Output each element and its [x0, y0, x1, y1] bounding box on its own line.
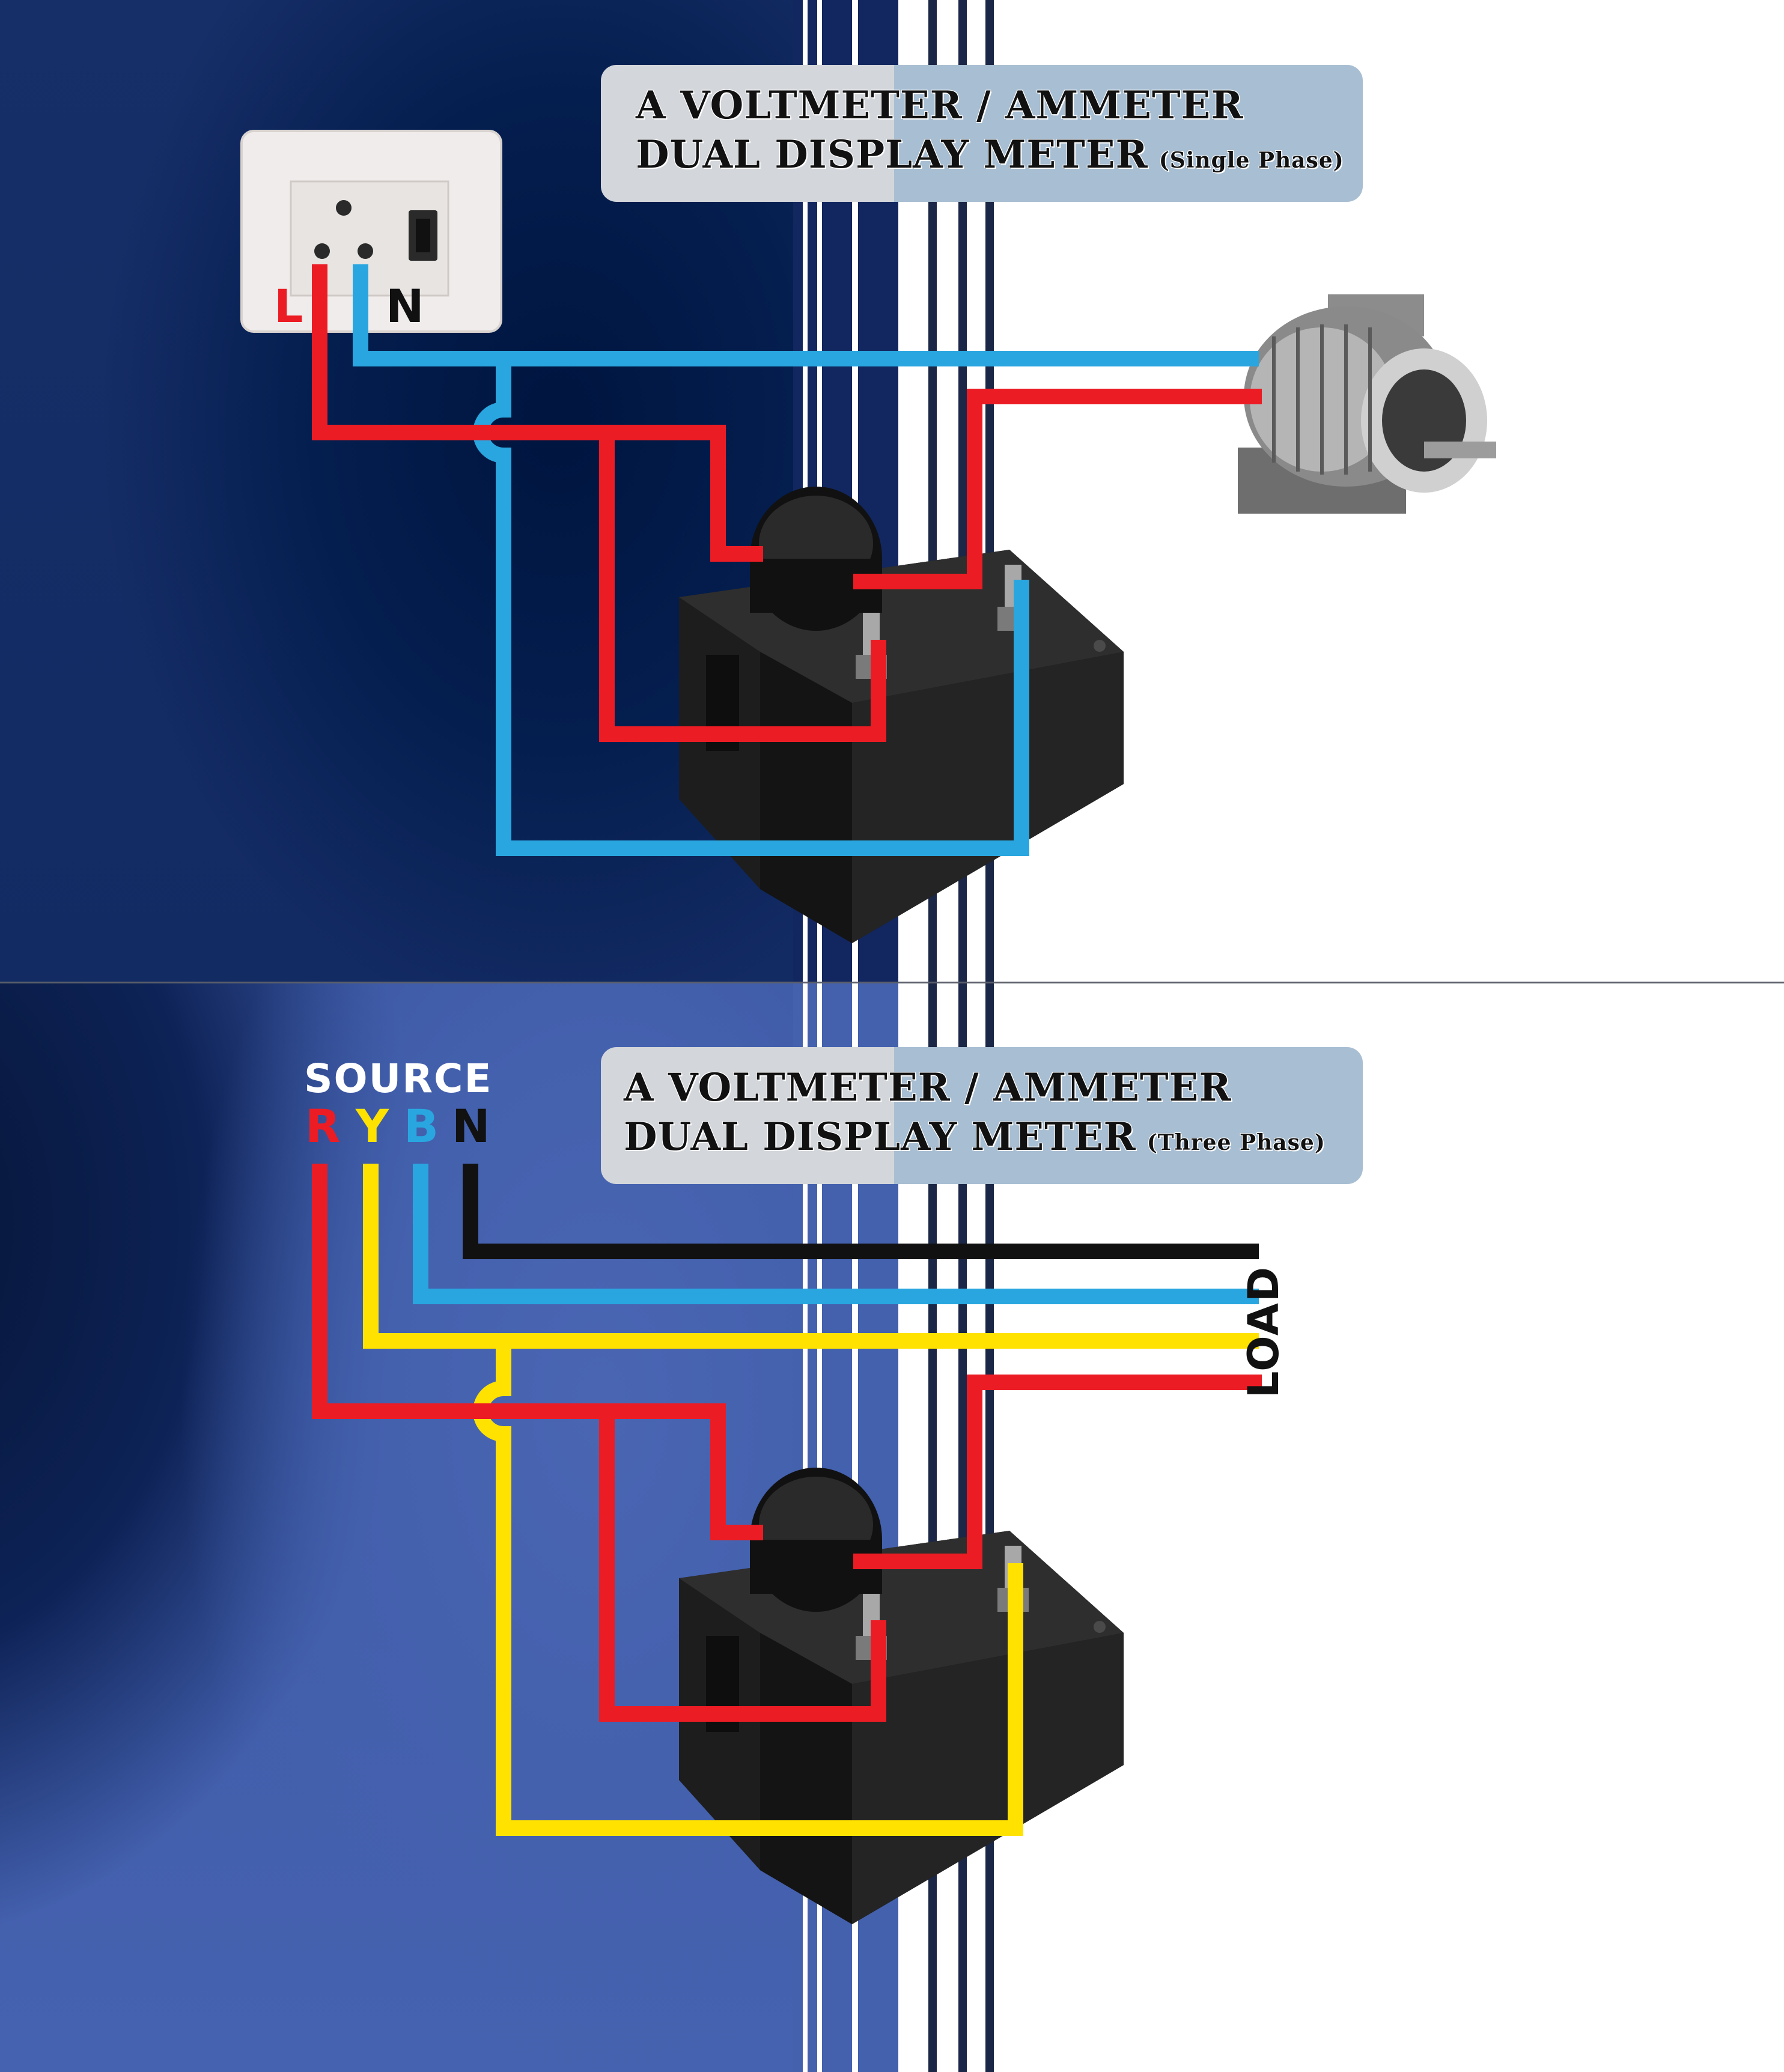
current-transformer-icon: [750, 487, 882, 631]
electric-motor-icon: [1172, 294, 1496, 547]
phase-b-label: B: [404, 1099, 439, 1153]
three-phase-title-banner: A VOLTMETER / AMMETER DUAL DISPLAY METER…: [601, 1047, 1363, 1184]
usb-port-icon: [409, 210, 437, 261]
title-line-2: DUAL DISPLAY METER (Single Phase): [636, 132, 1344, 177]
single-phase-title-banner: A VOLTMETER / AMMETER DUAL DISPLAY METER…: [601, 65, 1363, 202]
power-socket-icon: [240, 130, 502, 333]
title-line-1: A VOLTMETER / AMMETER: [636, 83, 1244, 128]
three-phase-drawing: [312, 983, 1262, 2072]
source-label: SOURCE: [304, 1056, 493, 1102]
neutral-wire-black: [463, 1164, 1259, 1259]
title-phase-suffix: (Three Phase): [1146, 1130, 1326, 1155]
three-phase-panel: A VOLTMETER / AMMETER DUAL DISPLAY METER…: [0, 982, 1784, 2072]
current-transformer-icon: [750, 1468, 882, 1612]
dual-display-meter-icon: [679, 1531, 1124, 1924]
phase-b-wire: [413, 1164, 1259, 1304]
title-line-2-text: DUAL DISPLAY METER: [624, 1114, 1136, 1159]
title-line-2-text: DUAL DISPLAY METER: [636, 132, 1148, 177]
phase-n-label: N: [452, 1099, 490, 1153]
title-phase-suffix: (Single Phase): [1158, 148, 1344, 173]
phase-r-wire: [312, 1164, 1262, 1722]
live-terminal-label: L: [274, 279, 303, 333]
phase-r-label: R: [305, 1099, 341, 1153]
live-wire: [312, 264, 1262, 742]
single-phase-panel: A VOLTMETER / AMMETER DUAL DISPLAY METER…: [0, 0, 1784, 982]
single-phase-drawing: [240, 0, 1496, 982]
neutral-terminal-label: N: [386, 279, 424, 333]
title-line-2: DUAL DISPLAY METER (Three Phase): [624, 1114, 1326, 1159]
load-label: LOAD: [1239, 1265, 1288, 1398]
title-line-1: A VOLTMETER / AMMETER: [624, 1065, 1232, 1110]
phase-y-label: Y: [356, 1099, 389, 1153]
dual-display-meter-icon: [679, 550, 1124, 943]
